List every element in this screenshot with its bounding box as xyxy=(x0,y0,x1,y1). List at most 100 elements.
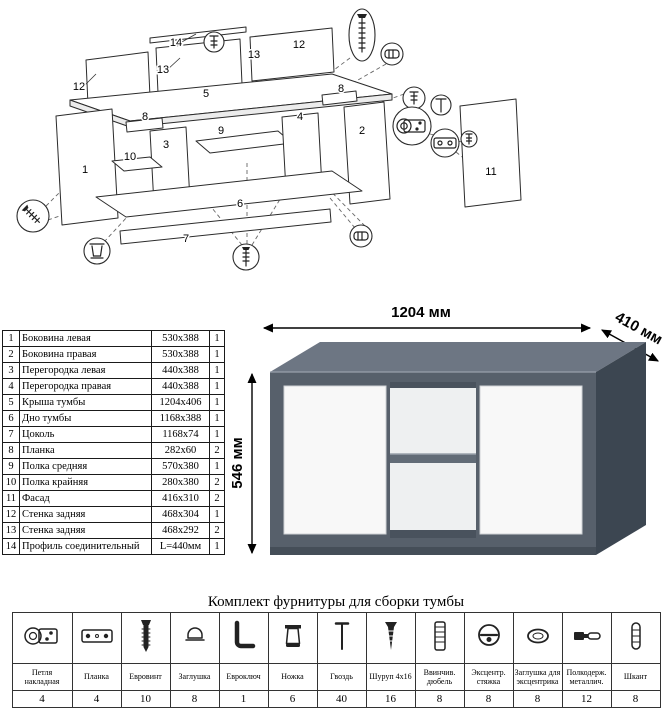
callout-euroscrew-bottom xyxy=(232,243,260,271)
part-size: 280x380 xyxy=(151,474,210,491)
callout-dowel-top xyxy=(380,42,404,66)
wood-dowel-icon xyxy=(353,231,369,241)
hardware-icon-cell xyxy=(11,612,73,664)
left-door xyxy=(283,385,387,535)
part-qty: 1 xyxy=(209,458,225,475)
part-number: 9 xyxy=(2,458,20,475)
part-name: Боковина правая xyxy=(19,346,152,363)
part-number-label: 7 xyxy=(183,233,189,245)
panel-profile-14 xyxy=(149,26,247,44)
hardware-item-name: Евровинт xyxy=(120,663,171,691)
panel-shelf-10 xyxy=(111,156,163,172)
cabinet-render: 1204 мм 410 мм 546 мм xyxy=(229,304,665,555)
panel-plinth-7 xyxy=(119,208,332,245)
part-name: Стенка задняя xyxy=(19,506,152,523)
plate-icon xyxy=(433,137,457,149)
hardware-icon-cell xyxy=(267,612,318,664)
part-qty: 2 xyxy=(209,442,225,459)
callout-nail xyxy=(430,94,452,116)
right-door xyxy=(479,385,583,535)
hexkey-icon xyxy=(224,616,264,656)
plate-icon xyxy=(77,616,117,656)
panel-side-right-2 xyxy=(343,101,391,205)
hinge-icon xyxy=(22,616,62,656)
part-number-label: 12 xyxy=(293,39,305,51)
cam-cap-icon xyxy=(518,616,558,656)
part-number: 6 xyxy=(2,410,20,427)
part-number: 2 xyxy=(2,346,20,363)
panel-back-wall-13b xyxy=(249,27,335,82)
hardware-icon-cell xyxy=(610,612,661,664)
hinge-icon xyxy=(396,118,426,134)
hardware-item-name: Ввинчив. дюбель xyxy=(414,663,465,691)
hardware-item-qty: 1 xyxy=(218,690,269,708)
callout-hinge xyxy=(392,106,432,146)
hardware-icon-cell xyxy=(463,612,514,664)
hardware-item-qty: 4 xyxy=(11,690,73,708)
part-size: L=440мм xyxy=(151,538,210,555)
part-name: Перегородка правая xyxy=(19,378,152,395)
part-size: 468x304 xyxy=(151,506,210,523)
panel-plank-8-left xyxy=(125,117,164,133)
part-size: 530x388 xyxy=(151,330,210,347)
dowel-screw-icon xyxy=(420,616,460,656)
hardware-kit-title: Комплект фурнитуры для сборки тумбы xyxy=(207,594,465,610)
exploded-view-diagram: 14 13 12 5 13 12 8 8 9 3 10 1 4 2 6 7 11 xyxy=(16,8,522,271)
euroscrew-icon xyxy=(21,204,40,223)
middle-shelf xyxy=(390,454,476,463)
fastener-callouts xyxy=(16,8,478,271)
hardware-item-name: Эксцентр. стяжка xyxy=(463,663,514,691)
part-size: 440x388 xyxy=(151,378,210,395)
plinth-shadow xyxy=(270,547,596,555)
part-qty: 1 xyxy=(209,346,225,363)
callout-hinge-plate xyxy=(430,128,460,158)
hardware-item-qty: 8 xyxy=(610,690,661,708)
hardware-kit-section: Комплект фурнитуры для сборки тумбы Петл… xyxy=(0,594,672,708)
hardware-item-name: Заглушка xyxy=(169,663,220,691)
part-size: 530x388 xyxy=(151,346,210,363)
part-size: 1168x388 xyxy=(151,410,210,427)
hardware-item-qty: 16 xyxy=(365,690,416,708)
hardware-item-qty: 12 xyxy=(561,690,612,708)
part-qty: 1 xyxy=(209,426,225,443)
part-number-label: 13 xyxy=(248,49,260,61)
part-qty: 2 xyxy=(209,474,225,491)
part-name: Стенка задняя xyxy=(19,522,152,539)
hardware-item-qty: 40 xyxy=(316,690,367,708)
part-number: 12 xyxy=(2,506,20,523)
part-number: 1 xyxy=(2,330,20,347)
part-qty: 1 xyxy=(209,378,225,395)
part-number: 13 xyxy=(2,522,20,539)
part-number: 7 xyxy=(2,426,20,443)
hardware-item-name: Шкант xyxy=(610,663,661,691)
cabinet-panels xyxy=(55,26,522,245)
part-number: 11 xyxy=(2,490,20,507)
part-qty: 1 xyxy=(209,506,225,523)
part-size: 282x60 xyxy=(151,442,210,459)
part-number-label: 9 xyxy=(218,125,224,137)
part-size: 1168x74 xyxy=(151,426,210,443)
screw-icon xyxy=(409,91,419,105)
callout-screw-right xyxy=(402,86,426,110)
part-number-label: 11 xyxy=(485,166,496,178)
nail-icon xyxy=(322,616,362,656)
panel-bottom-6 xyxy=(95,170,363,218)
hardware-item-qty: 8 xyxy=(512,690,563,708)
part-size: 440x388 xyxy=(151,362,210,379)
hardware-item-qty: 4 xyxy=(71,690,122,708)
part-name: Полка средняя xyxy=(19,458,152,475)
hardware-item-qty: 6 xyxy=(267,690,318,708)
number-leader-lines xyxy=(83,33,197,87)
cabinet-body xyxy=(270,342,646,555)
wood-dowel-icon xyxy=(384,49,400,59)
screw-icon xyxy=(371,616,411,656)
